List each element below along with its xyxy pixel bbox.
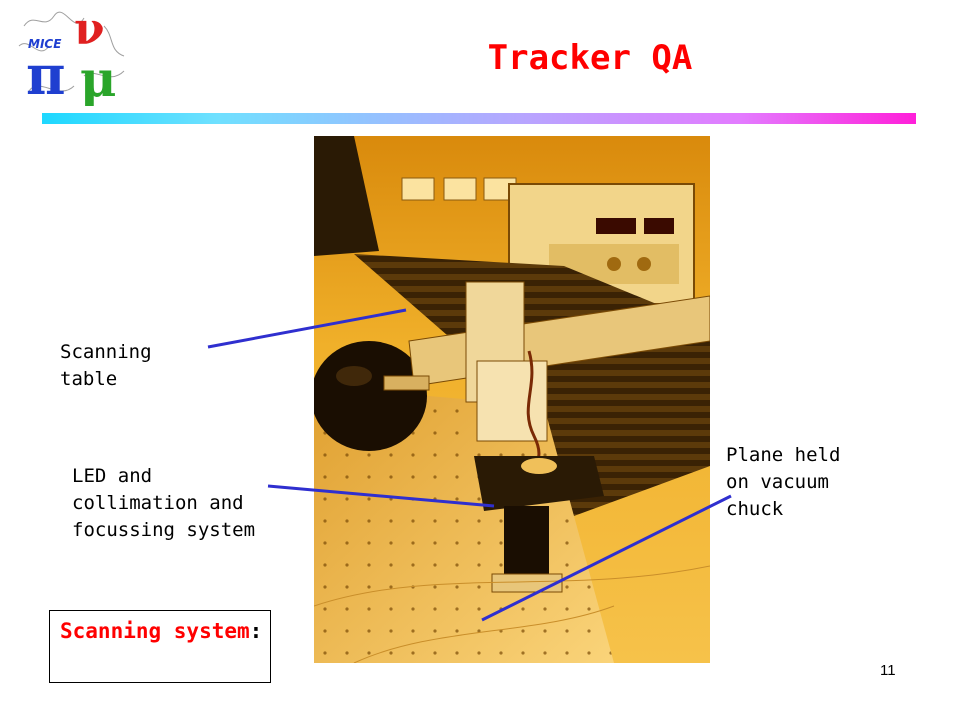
mice-logo: ν π μ MICE: [18, 6, 125, 106]
caption-text: Scanning system: [60, 619, 250, 643]
label-led-system: LED and collimation and focussing system: [72, 463, 255, 544]
label-line: on vacuum: [726, 471, 829, 493]
logo-mu: μ: [80, 49, 117, 106]
label-plane-chuck: Plane held on vacuum chuck: [726, 442, 840, 523]
logo-pi: π: [26, 43, 66, 106]
label-line: chuck: [726, 498, 784, 520]
caption-box: Scanning system:: [49, 610, 271, 683]
label-line: Plane held: [726, 444, 841, 466]
label-line: collimation and: [72, 492, 244, 514]
logo-nu: ν: [74, 6, 105, 55]
title-divider: [42, 113, 916, 124]
scanning-system-photo: [314, 136, 710, 663]
logo-text: MICE: [28, 37, 62, 51]
caption-colon: :: [249, 619, 263, 643]
label-scanning-table: Scanning table: [60, 339, 152, 393]
label-line: Scanning: [60, 341, 152, 363]
label-line: LED and: [72, 465, 153, 487]
slide-title: Tracker QA: [487, 38, 693, 78]
page-number: 11: [880, 662, 896, 679]
label-line: table: [60, 368, 118, 390]
label-line: focussing system: [72, 519, 256, 541]
